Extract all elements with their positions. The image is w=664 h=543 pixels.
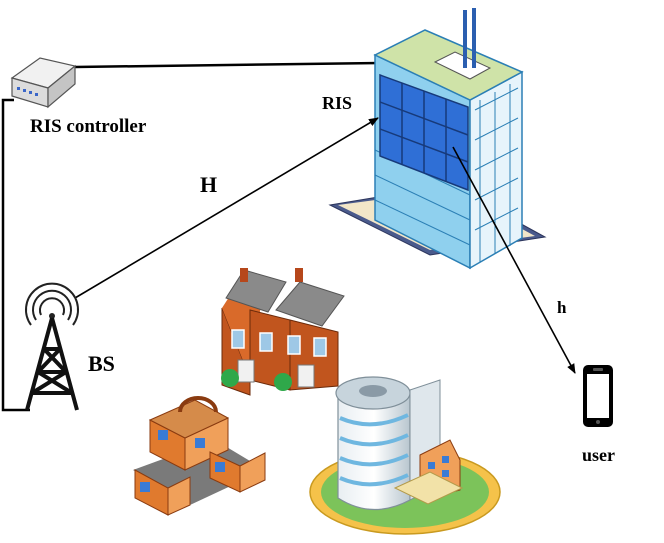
town-block-icon <box>133 396 266 516</box>
bs-tower-icon <box>25 282 79 411</box>
office-building-icon <box>309 376 501 535</box>
ris-controller-icon <box>10 57 77 109</box>
channel-H-arrow <box>74 117 379 299</box>
user-label: user <box>582 445 615 465</box>
ris-panel <box>379 73 469 192</box>
channel-h-label: h <box>557 298 567 317</box>
ris-label: RIS <box>322 93 353 113</box>
controller-wiring <box>1 61 381 412</box>
ris-controller-label: RIS controller <box>30 116 147 137</box>
ris-building-icon <box>328 8 547 270</box>
user-phone-icon <box>583 365 613 427</box>
houses-icon <box>221 268 345 396</box>
bs-label: BS <box>88 351 115 376</box>
channel-H-label: H <box>200 172 218 197</box>
channel-h-arrow <box>452 146 576 374</box>
